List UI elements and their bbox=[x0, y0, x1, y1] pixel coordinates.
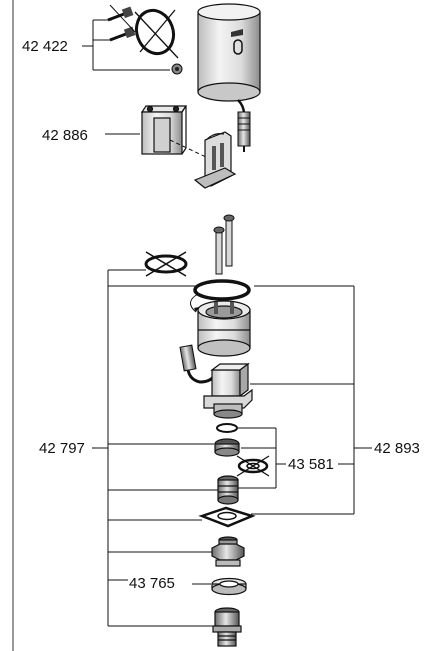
part-label-43765: 43 765 bbox=[129, 575, 175, 592]
bracket-42893 bbox=[250, 285, 372, 515]
bracket-42422 bbox=[82, 19, 170, 71]
o-ring-crossed-top bbox=[144, 251, 188, 277]
assembly-arrow bbox=[190, 293, 199, 313]
part-label-42797: 42 797 bbox=[39, 440, 85, 457]
large-o-ring bbox=[193, 279, 251, 301]
bracket-43581 bbox=[238, 427, 354, 489]
small-o-ring bbox=[216, 423, 238, 433]
solenoid-valve bbox=[203, 362, 253, 419]
small-screw bbox=[171, 63, 183, 75]
electronics-housing bbox=[197, 3, 261, 152]
piston-spring bbox=[217, 475, 239, 505]
part-label-42886: 42 886 bbox=[42, 127, 88, 144]
connector-plug bbox=[179, 344, 216, 384]
flat-gasket bbox=[198, 506, 256, 528]
hex-fitting bbox=[211, 536, 245, 567]
diaphragm-insert bbox=[214, 438, 240, 457]
washer-crossed bbox=[236, 455, 270, 477]
screws-gasket-crossed bbox=[107, 4, 183, 75]
screw-top bbox=[107, 6, 134, 22]
part-label-42422: 42 422 bbox=[22, 38, 68, 55]
mounting-bracket bbox=[193, 131, 237, 189]
valve-body bbox=[197, 300, 251, 357]
part-label-43581: 43 581 bbox=[288, 456, 334, 473]
part-label-42893: 42 893 bbox=[374, 440, 420, 457]
inlet-connector bbox=[212, 607, 242, 647]
spacer-block-42886 bbox=[140, 105, 188, 155]
ring-43765 bbox=[211, 577, 247, 596]
bracket-42797 bbox=[92, 269, 218, 627]
long-screws bbox=[213, 214, 235, 275]
